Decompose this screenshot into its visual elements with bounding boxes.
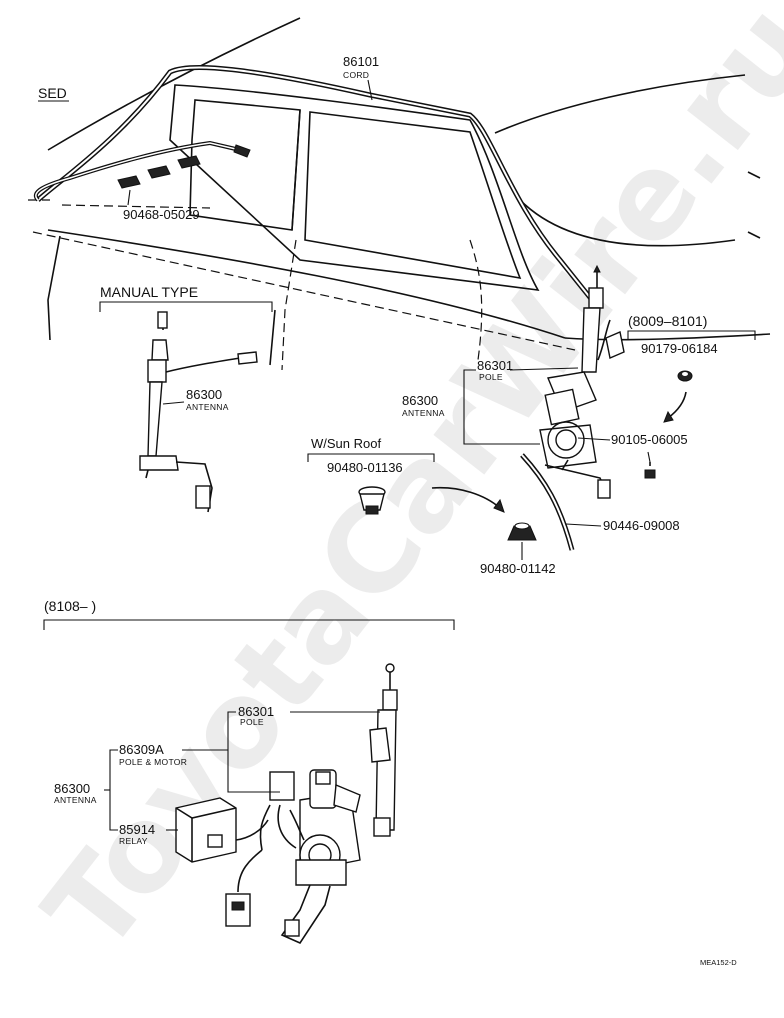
part-name-pole: POLE [479,372,503,382]
grommet2-drawing [507,522,537,541]
leader-pole [509,367,579,371]
manual-antenna-drawing [139,311,258,513]
nut-drawing [677,370,693,382]
part-number-grommet: 90480-01136 [327,460,403,475]
part-name-pole-motor: POLE & MOTOR [119,757,187,767]
arrow-nut [667,391,687,419]
part-name-antenna: ANTENNA [402,408,445,418]
date-range-label-2: (8108– ) [44,598,96,614]
leader-hose [565,523,602,527]
manual-type-bracket [99,301,273,312]
date-range-bracket-2 [43,619,455,630]
antenna-cord [34,65,598,307]
part-number-relay: 85914 [119,822,155,837]
part-number-antenna2: 86300 [54,781,90,796]
part-name-cord: CORD [343,70,369,80]
arrow-head-nut [663,410,674,423]
part-number-antenna: 86300 [402,393,438,408]
part-number-grommet2: 90480-01142 [480,561,556,576]
arrow-grommet [431,486,501,509]
part-name-manual-antenna: ANTENNA [186,402,229,412]
part-name-relay: RELAY [119,836,148,846]
manual-type-heading: MANUAL TYPE [100,284,198,300]
part-number-hose: 90446-09008 [603,518,680,533]
bolt-drawing [644,451,656,479]
leader-cord [367,79,373,101]
section-label-sedan: SED [38,85,67,101]
part-number-pole: 86301 [477,358,513,373]
antenna-bracket [463,369,540,445]
power-antenna-drawing [539,264,625,499]
car-body-outline [47,17,771,366]
part-number-cord: 86101 [343,54,379,69]
reference-code: MEA152-D [700,958,737,967]
part-number-clip: 90468-05029 [123,207,200,222]
arrow-head-grommet [493,498,505,513]
cord-clips [117,155,201,206]
sunroof-heading: W/Sun Roof [311,436,381,451]
part-number-pole-motor: 86309A [119,742,164,757]
part-number-nut: 90179-06184 [641,341,718,356]
part-number-manual-antenna: 86300 [186,387,222,402]
date-range-label-1: (8009–8101) [628,313,707,329]
part-name-antenna2: ANTENNA [54,795,97,805]
dashed-guide-lines [28,199,576,371]
pole-motor-drawing [259,663,398,945]
part-number-bolt: 90105-06005 [611,432,688,447]
grommet-drawing [358,486,386,515]
leader-manual-antenna [162,401,185,405]
sunroof-bracket [307,453,435,462]
leader-bolt [577,437,611,441]
relay-drawing [175,797,269,863]
drain-hose-drawing [520,453,575,551]
harness-connector-drawing [225,849,263,927]
part-number-pole2: 86301 [238,704,274,719]
pole-motor-bracket-upper [227,711,280,793]
part-name-pole2: POLE [240,717,264,727]
date-range-bracket-1 [627,330,756,340]
